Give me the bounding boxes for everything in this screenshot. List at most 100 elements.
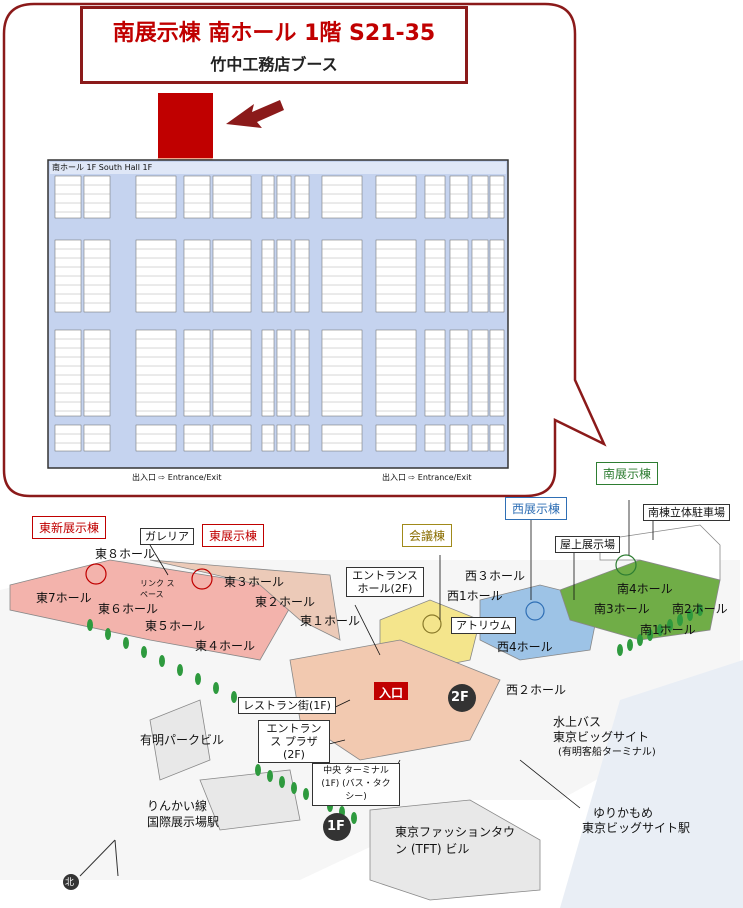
- tft-label: 東京ファッションタウン (TFT) ビル: [395, 825, 516, 856]
- callout-title-box: 南展示棟 南ホール 1階 S21-35 竹中工務店ブース: [80, 6, 468, 84]
- booth-block: [183, 175, 211, 219]
- water-bus-terminal-label: (有明客船ターミナル): [558, 747, 656, 758]
- hall-e7: 東7ホール: [36, 591, 92, 605]
- galleria-label: ガレリア: [140, 528, 194, 545]
- west-building-label: 西展示棟: [505, 497, 568, 520]
- hall-e8: 東８ホール: [95, 547, 156, 561]
- tree-icon: [195, 673, 201, 685]
- hall-e2: 東２ホール: [255, 595, 316, 609]
- bigsight-station-label: 東京ビッグサイト駅: [582, 821, 691, 835]
- south-parking-label: 南棟立体駐車場: [643, 504, 730, 521]
- water-bus-sub-label: 東京ビッグサイト: [553, 730, 650, 744]
- tree-icon: [667, 619, 673, 631]
- booth-block: [375, 175, 417, 219]
- atrium-label: アトリウム: [451, 617, 516, 634]
- booth-block: [375, 424, 417, 452]
- booth-block: [471, 175, 489, 219]
- tree-icon: [267, 770, 273, 782]
- floor-2f-marker: 2F: [451, 690, 469, 705]
- booth-block: [294, 329, 310, 417]
- tree-icon: [617, 644, 623, 656]
- hall-w2: 西２ホール: [506, 683, 567, 697]
- booth-block: [294, 175, 310, 219]
- hall-s4: 南4ホール: [617, 582, 673, 596]
- east-new-building-label: 東新展示棟: [32, 516, 107, 539]
- booth-block: [212, 329, 252, 417]
- east-building-label: 東展示棟: [202, 524, 265, 547]
- booth-block: [183, 329, 211, 417]
- booth-block: [83, 424, 111, 452]
- booth-block: [489, 329, 505, 417]
- kokusai-station-label: 国際展示場駅: [147, 815, 220, 829]
- tree-icon: [213, 682, 219, 694]
- entrance-left-label: 出入口 ⇨ Entrance/Exit: [132, 473, 222, 482]
- tree-icon: [87, 619, 93, 631]
- north-marker: 北: [65, 878, 75, 888]
- booth-block: [261, 175, 275, 219]
- water-bus-label: 水上バス: [553, 715, 602, 729]
- booth-block: [54, 175, 82, 219]
- entrance-plaza-label: エントランス プラザ(2F): [258, 720, 330, 763]
- callout-bubble: [2, 2, 607, 498]
- hall-w3: 西３ホール: [465, 569, 526, 583]
- conference-building-label: 会議棟: [402, 524, 453, 547]
- booth-block: [183, 424, 211, 452]
- hall-w4: 西4ホール: [497, 640, 553, 654]
- floor-1f-marker: 1F: [327, 819, 345, 834]
- booth-block: [449, 175, 469, 219]
- link-space: リンク スペース: [140, 579, 175, 599]
- booth-block: [212, 424, 252, 452]
- tree-icon: [279, 776, 285, 788]
- booth-block: [276, 175, 292, 219]
- booth-block: [489, 424, 505, 452]
- hall-e5: 東５ホール: [145, 619, 206, 633]
- booth-block: [424, 175, 446, 219]
- tree-icon: [255, 764, 261, 776]
- booth-block: [294, 424, 310, 452]
- hall-s2: 南2ホール: [672, 602, 728, 616]
- ariake-park-label: 有明パークビル: [140, 733, 225, 747]
- hall-e3: 東３ホール: [224, 575, 285, 589]
- rooftop-label: 屋上展示場: [555, 536, 620, 553]
- booth-block: [489, 175, 505, 219]
- hall-w1: 西1ホール: [447, 589, 503, 603]
- booth-block: [261, 329, 275, 417]
- tree-icon: [123, 637, 129, 649]
- booth-block: [471, 329, 489, 417]
- restaurant-label: レストラン街(1F): [238, 697, 336, 714]
- entrance-right-label: 出入口 ⇨ Entrance/Exit: [382, 473, 472, 482]
- tree-icon: [303, 788, 309, 800]
- booth-block: [321, 424, 363, 452]
- booth-block: [276, 329, 292, 417]
- tree-icon: [177, 664, 183, 676]
- booth-block: [83, 329, 111, 417]
- booth-block: [54, 329, 82, 417]
- hall-e1: 東１ホール: [300, 614, 361, 628]
- hall-s1: 南1ホール: [640, 623, 696, 637]
- entrance-hall-label: エントランス ホール(2F): [346, 567, 424, 597]
- tree-icon: [159, 655, 165, 667]
- booth-block: [54, 424, 82, 452]
- booth-block: [449, 329, 469, 417]
- south-building-label: 南展示棟: [596, 462, 659, 485]
- tree-icon: [677, 614, 683, 626]
- booth-block: [424, 424, 446, 452]
- hall-e4: 東４ホール: [195, 639, 256, 653]
- tree-icon: [105, 628, 111, 640]
- booth-block: [212, 175, 252, 219]
- callout-title: 南展示棟 南ホール 1階 S21-35: [112, 21, 436, 46]
- booth-block: [375, 329, 417, 417]
- tree-icon: [351, 812, 357, 824]
- booth-block: [424, 329, 446, 417]
- tree-icon: [141, 646, 147, 658]
- booth-block: [83, 175, 111, 219]
- booth-block: [471, 424, 489, 452]
- floor-plan: [47, 159, 509, 469]
- booth-block: [135, 175, 177, 219]
- booth-block: [321, 175, 363, 219]
- booth-block: [135, 329, 177, 417]
- tree-icon: [697, 604, 703, 616]
- tree-icon: [291, 782, 297, 794]
- callout-subtitle: 竹中工務店ブース: [210, 55, 338, 74]
- tree-icon: [627, 639, 633, 651]
